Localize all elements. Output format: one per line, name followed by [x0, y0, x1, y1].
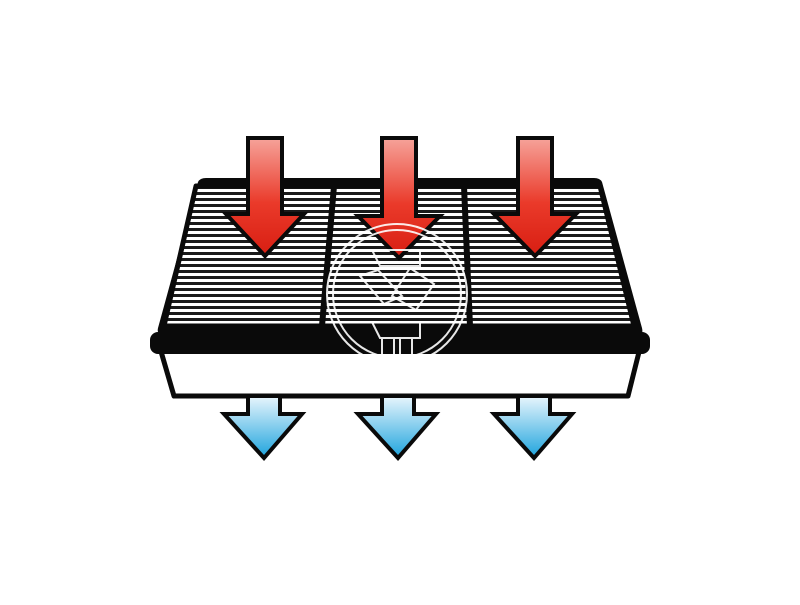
inflow-arrow-1: [221, 136, 309, 259]
inflow-arrow-3: [489, 136, 581, 259]
media-outline: [161, 183, 637, 329]
panel-divider-left: [319, 185, 337, 327]
panel-divider-right: [461, 185, 473, 327]
outflow-arrow-1: [219, 394, 307, 462]
logo-watermark: [326, 223, 468, 365]
outflow-arrow-2: [353, 394, 441, 462]
outflow-arrow-3: [489, 394, 577, 462]
